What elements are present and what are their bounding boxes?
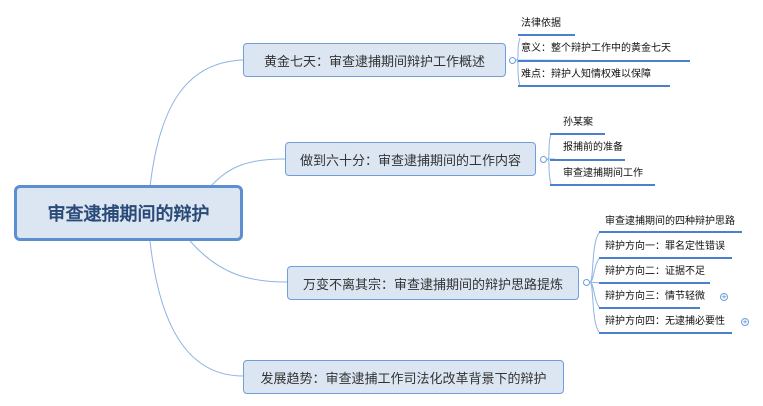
subtopic-underline bbox=[518, 85, 670, 87]
subtopic-underline bbox=[599, 307, 700, 309]
minus-circle-icon[interactable] bbox=[583, 279, 590, 286]
subtopic[interactable]: 辩护方向一：罪名定性错误 bbox=[605, 241, 725, 252]
subtopic[interactable]: 法律依据 bbox=[521, 18, 561, 29]
subtopic-underline bbox=[518, 34, 575, 36]
minus-circle-icon[interactable] bbox=[540, 156, 547, 163]
subtopic-underline bbox=[599, 282, 710, 284]
subtopic-underline bbox=[599, 332, 732, 334]
branch-topic-work-content[interactable]: 做到六十分：审查逮捕期间的工作内容 bbox=[285, 142, 536, 176]
branch-topic-defense-ideas[interactable]: 万变不离其宗：审查逮捕期间的辩护思路提炼 bbox=[287, 266, 579, 300]
subtopic[interactable]: 辩护方向二：证据不足 bbox=[605, 266, 705, 277]
subtopic[interactable]: 意义：整个辩护工作中的黄金七天 bbox=[521, 43, 671, 54]
subtopic-underline bbox=[518, 60, 690, 62]
minus-circle-icon[interactable] bbox=[509, 57, 516, 64]
subtopic-underline bbox=[599, 231, 742, 233]
root-topic[interactable]: 审查逮捕期间的辩护 bbox=[14, 185, 243, 241]
branch-topic-overview[interactable]: 黄金七天：审查逮捕期间辩护工作概述 bbox=[243, 43, 506, 77]
plus-circle-icon[interactable]: + bbox=[720, 293, 728, 301]
subtopic[interactable]: 报捕前的准备 bbox=[563, 142, 623, 153]
subtopic[interactable]: 审查逮捕期间工作 bbox=[563, 168, 643, 179]
subtopic[interactable]: 孙某案 bbox=[563, 117, 593, 128]
subtopic[interactable]: 审查逮捕期间的四种辩护思路 bbox=[605, 216, 735, 227]
subtopic-underline bbox=[550, 133, 605, 135]
subtopic-underline bbox=[550, 159, 625, 161]
subtopic-underline bbox=[599, 257, 732, 259]
plus-circle-icon[interactable]: + bbox=[741, 318, 749, 326]
subtopic[interactable]: 辩护方向四：无逮捕必要性 bbox=[605, 316, 725, 327]
branch-topic-trends[interactable]: 发展趋势：审查逮捕工作司法化改革背景下的辩护 bbox=[243, 360, 564, 394]
subtopic-underline bbox=[550, 184, 655, 186]
subtopic[interactable]: 难点：辩护人知情权难以保障 bbox=[521, 69, 651, 80]
subtopic[interactable]: 辩护方向三：情节轻微 bbox=[605, 291, 705, 302]
